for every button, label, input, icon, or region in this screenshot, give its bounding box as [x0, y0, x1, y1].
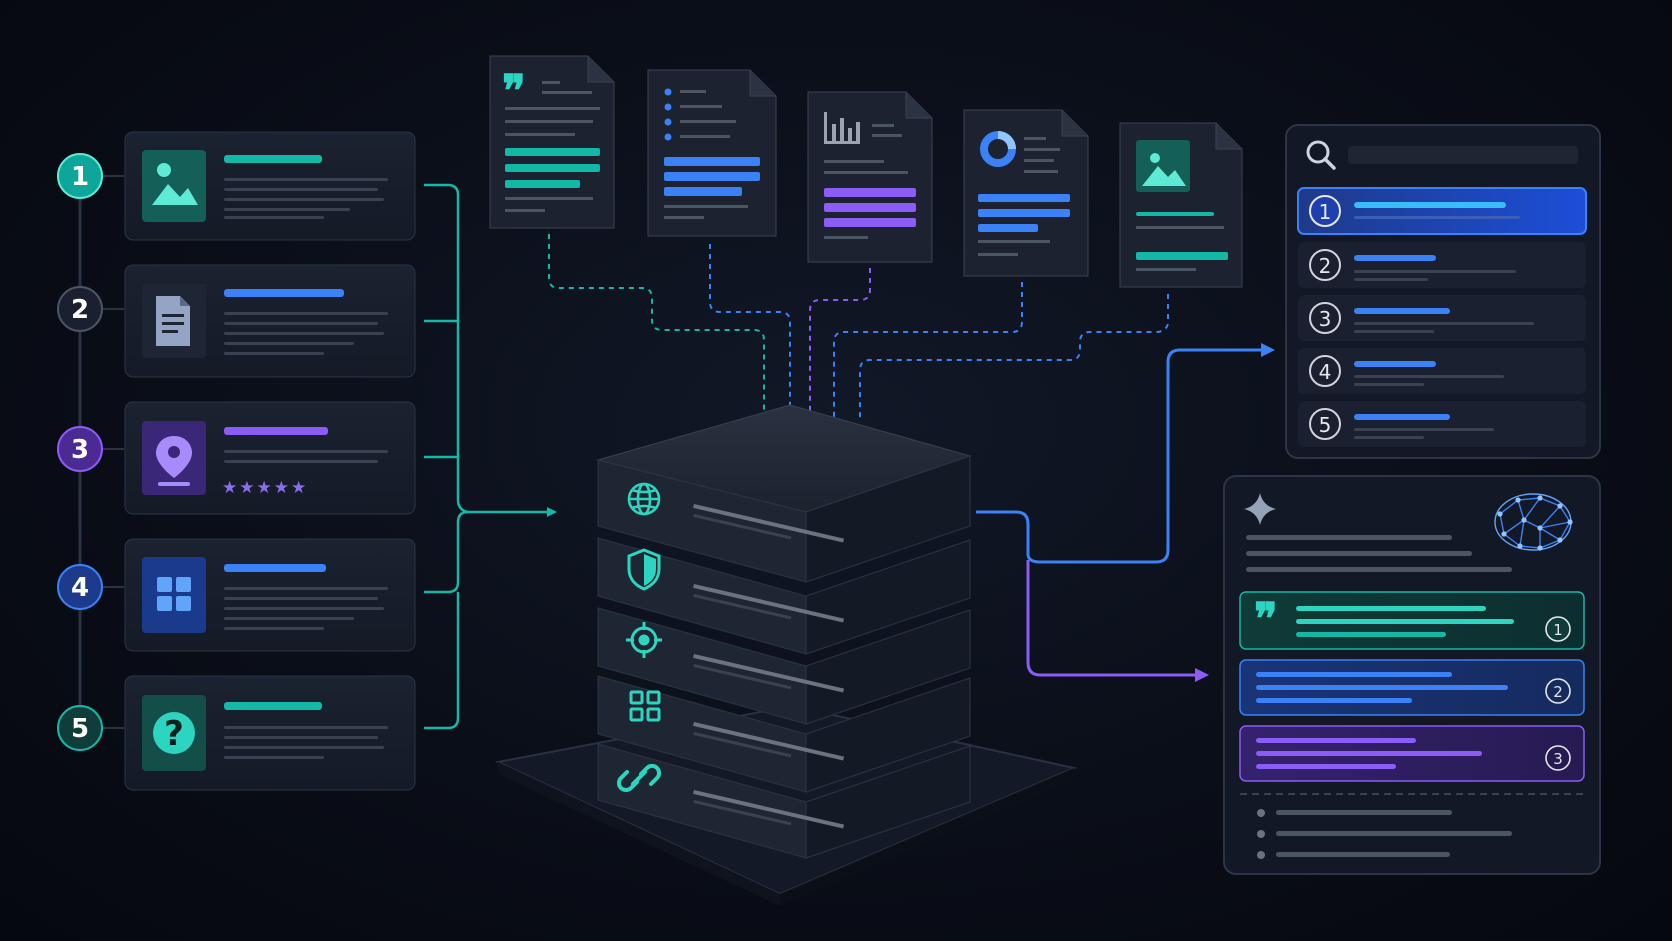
- quote-icon: ❞: [502, 66, 526, 117]
- result-rank: 2: [1319, 254, 1332, 278]
- server-layer-2: [597, 537, 971, 655]
- document-card-5: [1119, 122, 1243, 288]
- source-card-4: [124, 538, 416, 652]
- result-rank: 1: [1319, 200, 1332, 224]
- search-results-panel: 1 2 3 4: [1285, 124, 1601, 459]
- document-icon: [156, 296, 190, 346]
- step-number: 2: [71, 295, 89, 325]
- step-number: 4: [71, 573, 89, 603]
- result-rank: 5: [1319, 413, 1332, 437]
- bar-chart-icon: [824, 112, 860, 144]
- step-number: 1: [71, 162, 89, 192]
- target-icon: [626, 622, 662, 658]
- server-layer-4: [597, 675, 971, 793]
- document-card-2: [647, 69, 777, 237]
- document-row: ❞: [489, 55, 1243, 288]
- server-layer-1: [596, 404, 972, 583]
- step-number: 3: [71, 435, 89, 465]
- sparkle-icon: [1244, 493, 1276, 525]
- location-pin-icon: [142, 421, 206, 495]
- search-result-5[interactable]: 5: [1298, 401, 1586, 447]
- server-layer-5: [597, 743, 971, 859]
- server-to-outputs-arrows: [976, 343, 1275, 682]
- rating-stars: ★★★★★: [222, 478, 308, 498]
- server-stack: [494, 404, 1078, 906]
- grid-icon: [142, 557, 206, 633]
- question-glyph: ?: [164, 714, 184, 754]
- step-badge-4: 4: [57, 564, 103, 610]
- quote-icon: ❞: [1254, 594, 1278, 645]
- sources-to-server-arrow: [424, 183, 557, 730]
- citation-number: 3: [1553, 750, 1563, 768]
- source-cards: ★★★★★ ?: [124, 131, 416, 791]
- result-rank: 3: [1319, 307, 1332, 331]
- server-layer-3: [597, 607, 971, 725]
- brain-network-icon: [1494, 493, 1573, 551]
- source-card-3: ★★★★★: [124, 401, 416, 515]
- source-card-2: [124, 264, 416, 378]
- step-badge-2: 2: [57, 286, 103, 332]
- source-card-1: [124, 131, 416, 241]
- image-icon: [142, 150, 206, 222]
- document-card-4: [963, 109, 1089, 277]
- documents-to-server-connectors: [548, 234, 1169, 420]
- bullet-list: [1257, 809, 1512, 859]
- donut-chart-icon: [980, 131, 1016, 167]
- source-card-5: ?: [124, 675, 416, 791]
- image-icon: [1136, 140, 1190, 192]
- step-badge-3: 3: [57, 426, 103, 472]
- question-icon: ?: [142, 695, 206, 771]
- search-result-3[interactable]: 3: [1298, 295, 1586, 341]
- citation-block-2[interactable]: 2: [1239, 659, 1585, 716]
- step-number: 5: [71, 714, 89, 744]
- citation-block-1[interactable]: ❞ 1: [1239, 591, 1585, 650]
- step-badge-5: 5: [57, 705, 103, 751]
- link-icon: [616, 763, 662, 793]
- search-input[interactable]: [1348, 146, 1578, 164]
- search-icon[interactable]: [1306, 140, 1336, 170]
- result-rank: 4: [1319, 360, 1332, 384]
- document-card-3: [807, 91, 933, 263]
- citation-number: 2: [1553, 683, 1563, 701]
- search-result-2[interactable]: 2: [1298, 242, 1586, 288]
- citation-number: 1: [1553, 621, 1563, 639]
- citation-block-3[interactable]: 3: [1239, 725, 1585, 782]
- globe-icon: [627, 482, 661, 516]
- grid-icon: [629, 690, 661, 722]
- generated-answer-panel: ❞ 1 2 3: [1223, 475, 1601, 875]
- list-icon: [664, 88, 736, 141]
- search-result-4[interactable]: 4: [1298, 348, 1586, 394]
- step-badge-1: 1: [57, 153, 103, 199]
- document-card-1: ❞: [489, 55, 615, 229]
- step-timeline: 1 2 3 4 5: [57, 153, 124, 751]
- shield-icon: [627, 548, 661, 591]
- search-result-1[interactable]: 1: [1297, 187, 1587, 235]
